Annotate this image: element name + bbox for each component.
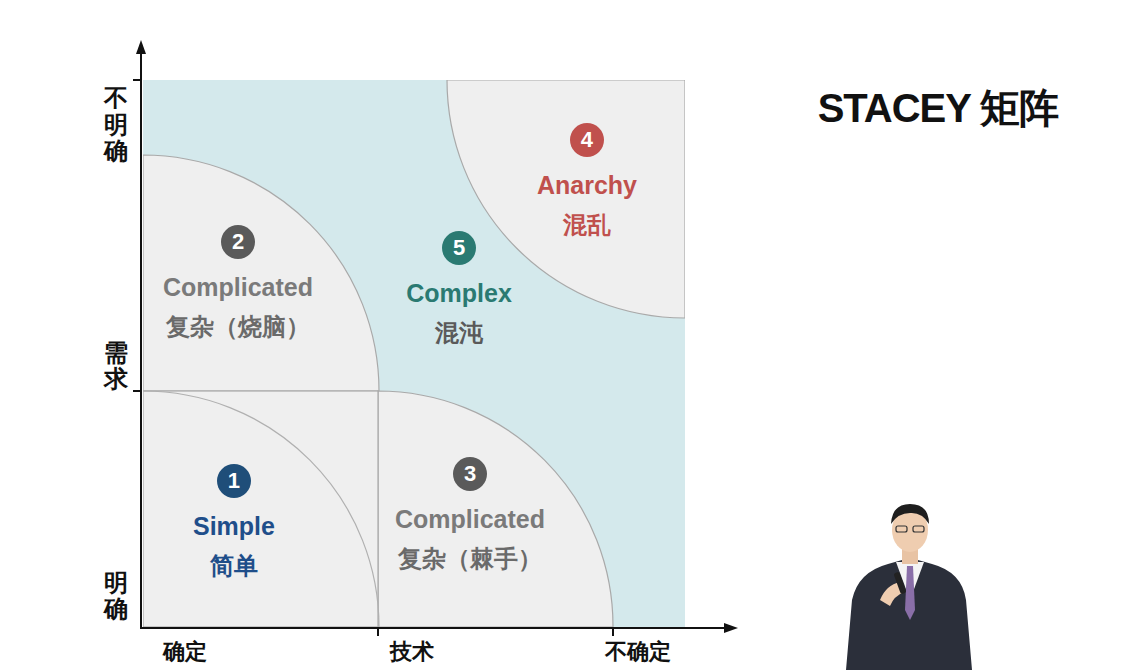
matrix-region: 1Simple 简单	[193, 464, 275, 581]
axis-tick	[377, 628, 379, 636]
axis-label: 不确定	[605, 637, 671, 667]
region-name-zh: 混沌	[435, 318, 483, 348]
region-name: Complicated	[163, 272, 313, 302]
axis-label: 确定	[163, 637, 207, 667]
y-axis	[140, 50, 142, 628]
region-name: Complex	[406, 278, 512, 308]
region-name-zh: 简单	[210, 551, 258, 581]
chart-title: STACEY 矩阵	[818, 81, 1059, 136]
axis-arrow	[724, 623, 738, 633]
axis-tick	[612, 628, 614, 636]
region-name: Complicated	[395, 504, 545, 534]
region-arc	[143, 391, 379, 627]
matrix-region: 3Complicated 复杂（棘手）	[395, 457, 545, 574]
axis-tick	[133, 79, 141, 81]
axis-tick	[133, 390, 141, 392]
region-number: 5	[442, 231, 476, 265]
axis-title: 需求	[104, 340, 128, 393]
presenter-figure	[846, 504, 972, 670]
region-shape	[143, 391, 378, 627]
region-name: Anarchy	[537, 170, 637, 200]
matrix-region: 4Anarchy 混乱	[537, 123, 637, 240]
axis-arrow	[136, 40, 146, 54]
region-number: 4	[570, 123, 604, 157]
axis-title: 技术	[390, 637, 434, 667]
region-name-zh: 复杂（烧脑）	[166, 312, 310, 342]
region-name-zh: 复杂（棘手）	[398, 544, 542, 574]
region-name: Simple	[193, 511, 275, 541]
region-number: 3	[453, 457, 487, 491]
region-shape	[378, 391, 613, 627]
region-number: 1	[217, 464, 251, 498]
axis-label: 不明确	[104, 85, 128, 164]
region-number: 2	[221, 225, 255, 259]
x-axis	[140, 627, 728, 629]
region-shape	[143, 155, 379, 391]
complex-ground	[143, 80, 685, 627]
axis-label: 明确	[104, 570, 128, 623]
region-name-zh: 混乱	[563, 210, 611, 240]
matrix-region: 5Complex 混沌	[406, 231, 512, 348]
matrix-region: 2Complicated 复杂（烧脑）	[163, 225, 313, 342]
